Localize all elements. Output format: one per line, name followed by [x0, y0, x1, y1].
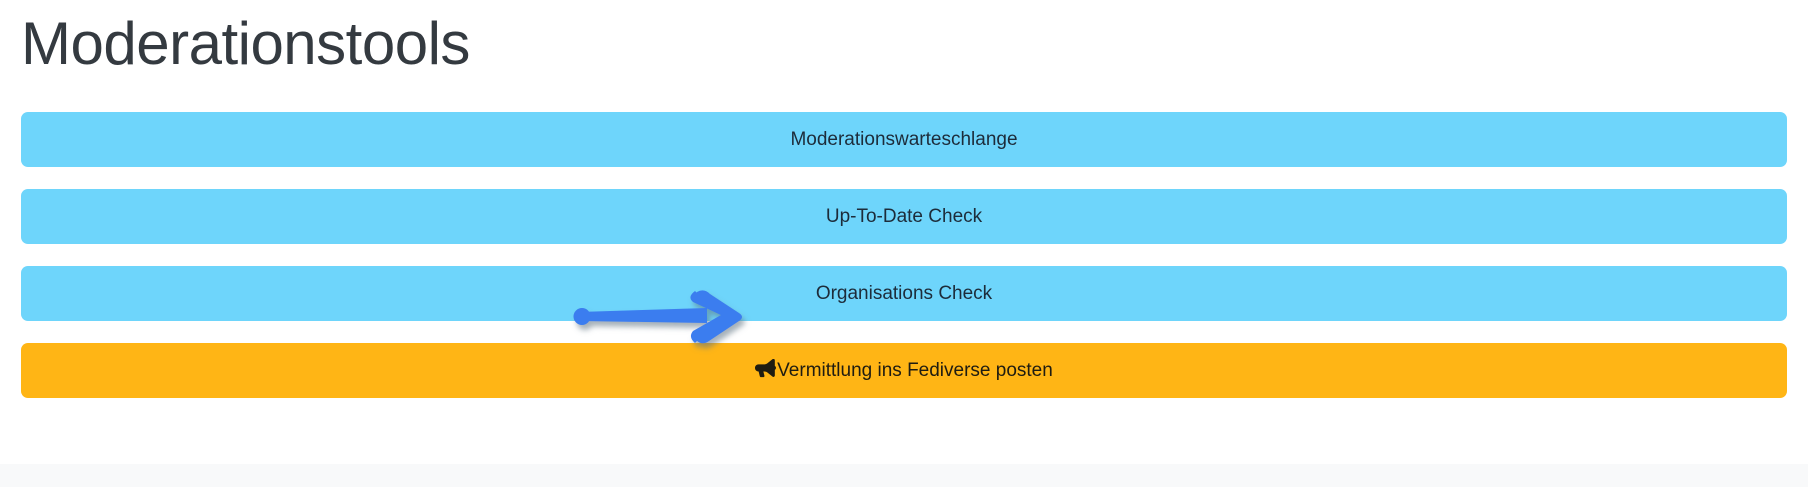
moderation-queue-button[interactable]: Moderationswarteschlange	[21, 112, 1787, 167]
up-to-date-check-button[interactable]: Up-To-Date Check	[21, 189, 1787, 244]
organisations-check-button[interactable]: Organisations Check	[21, 266, 1787, 321]
moderation-queue-button-label: Moderationswarteschlange	[790, 129, 1018, 151]
page-title: Moderationstools	[21, 10, 470, 77]
post-to-fediverse-button-label: Vermittlung ins Fediverse posten	[777, 360, 1053, 382]
organisations-check-button-label: Organisations Check	[815, 283, 993, 305]
footer-strip	[0, 464, 1808, 487]
moderation-tools-button-stack: Moderationswarteschlange Up-To-Date Chec…	[21, 112, 1787, 398]
up-to-date-check-button-label: Up-To-Date Check	[825, 206, 983, 228]
bullhorn-icon	[755, 359, 777, 378]
post-to-fediverse-button[interactable]: Vermittlung ins Fediverse posten	[21, 343, 1787, 398]
